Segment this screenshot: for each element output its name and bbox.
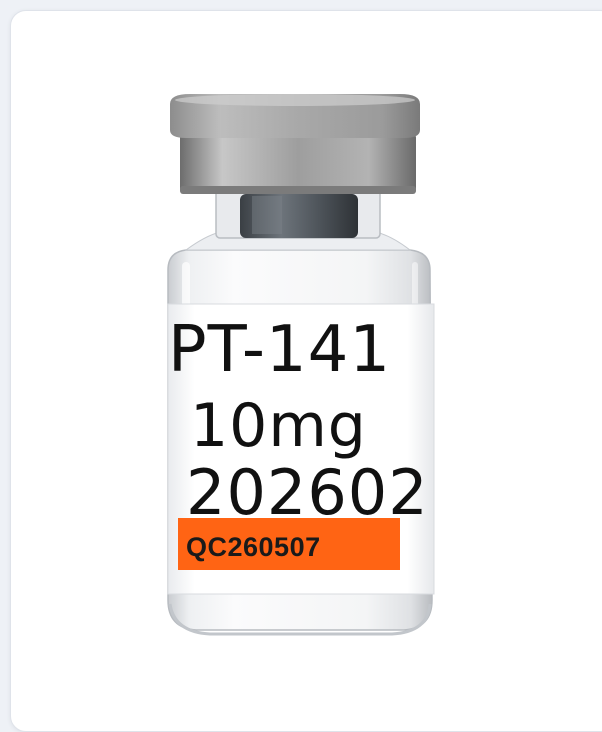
label-product-name: PT-141 xyxy=(168,313,392,387)
stopper xyxy=(240,194,358,238)
qc-band xyxy=(178,518,400,570)
qc-code: QC260507 xyxy=(186,532,321,562)
label-dose: 10mg xyxy=(190,391,367,461)
vial-base xyxy=(168,603,432,636)
cap-skirt xyxy=(180,132,416,194)
label-batch: 202602 xyxy=(186,456,429,529)
